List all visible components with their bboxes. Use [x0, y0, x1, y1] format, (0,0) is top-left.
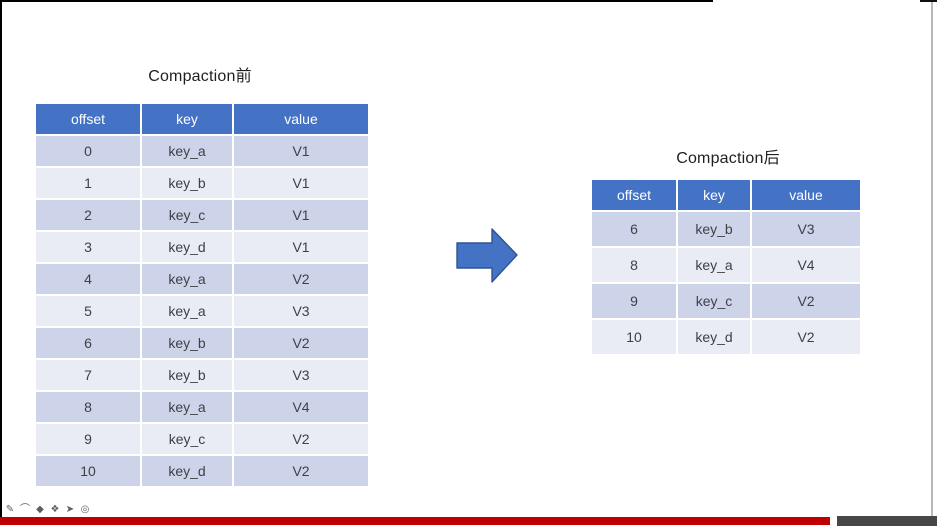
table-cell: 8	[36, 392, 140, 422]
table-cell: 0	[36, 136, 140, 166]
table-cell: 3	[36, 232, 140, 262]
column-header: value	[234, 104, 368, 134]
table-cell: key_b	[142, 328, 232, 358]
table-cell: V1	[234, 136, 368, 166]
table-cell: key_b	[142, 168, 232, 198]
table-cell: key_a	[142, 136, 232, 166]
after-table-title: Compaction后	[676, 150, 780, 167]
column-header: key	[142, 104, 232, 134]
table-cell: 6	[36, 328, 140, 358]
table-cell: 8	[592, 248, 676, 282]
annotation-toolbar: ✎ ⌒ ◆ ❖ ➤ ◎	[5, 503, 90, 517]
target-icon[interactable]: ◎	[80, 504, 90, 515]
table-cell: V2	[234, 328, 368, 358]
table-cell: V1	[234, 168, 368, 198]
table-cell: 5	[36, 296, 140, 326]
table-cell: key_d	[142, 232, 232, 262]
table-cell: key_d	[678, 320, 750, 354]
before-table-title: Compaction前	[148, 68, 252, 85]
right-block-arrow-icon	[456, 228, 518, 283]
table-cell: key_b	[678, 212, 750, 246]
slide-top-border	[0, 0, 713, 2]
table-cell: 7	[36, 360, 140, 390]
marker-icon[interactable]: ◆	[36, 504, 44, 515]
table-cell: 1	[36, 168, 140, 198]
table-cell: V2	[752, 320, 860, 354]
table-cell: V4	[234, 392, 368, 422]
table-cell: key_b	[142, 360, 232, 390]
table-cell: key_a	[142, 392, 232, 422]
table-cell: V2	[234, 264, 368, 294]
table-cell: 2	[36, 200, 140, 230]
table-cell: 10	[36, 456, 140, 486]
column-header: offset	[592, 180, 676, 210]
slide-left-border	[0, 0, 2, 517]
cursor-icon[interactable]: ➤	[65, 504, 75, 515]
table-cell: 6	[592, 212, 676, 246]
table-cell: V3	[234, 360, 368, 390]
column-header: value	[752, 180, 860, 210]
table-cell: 9	[592, 284, 676, 318]
table-cell: V3	[752, 212, 860, 246]
slide-top-border-right-segment	[920, 0, 937, 2]
pen-icon[interactable]: ✎	[5, 504, 15, 515]
table-cell: V2	[234, 424, 368, 454]
table-cell: key_a	[142, 264, 232, 294]
table-cell: key_a	[678, 248, 750, 282]
table-cell: key_c	[142, 424, 232, 454]
table-cell: V1	[234, 232, 368, 262]
table-cell: V3	[234, 296, 368, 326]
column-header: offset	[36, 104, 140, 134]
slide-right-edge-line	[931, 2, 933, 516]
table-cell: key_c	[678, 284, 750, 318]
lasso-icon[interactable]: ⌒	[20, 504, 30, 515]
table-cell: key_a	[142, 296, 232, 326]
table-cell: 9	[36, 424, 140, 454]
video-progress-bar[interactable]	[0, 517, 831, 525]
column-header: key	[678, 180, 750, 210]
table-cell: 10	[592, 320, 676, 354]
table-cell: V2	[234, 456, 368, 486]
table-cell: V1	[234, 200, 368, 230]
table-cell: key_c	[142, 200, 232, 230]
table-cell: V4	[752, 248, 860, 282]
table-cell: 4	[36, 264, 140, 294]
table-cell: key_d	[142, 456, 232, 486]
video-progress-remaining[interactable]	[837, 516, 937, 526]
table-cell: V2	[752, 284, 860, 318]
stamp-icon[interactable]: ❖	[50, 504, 60, 515]
